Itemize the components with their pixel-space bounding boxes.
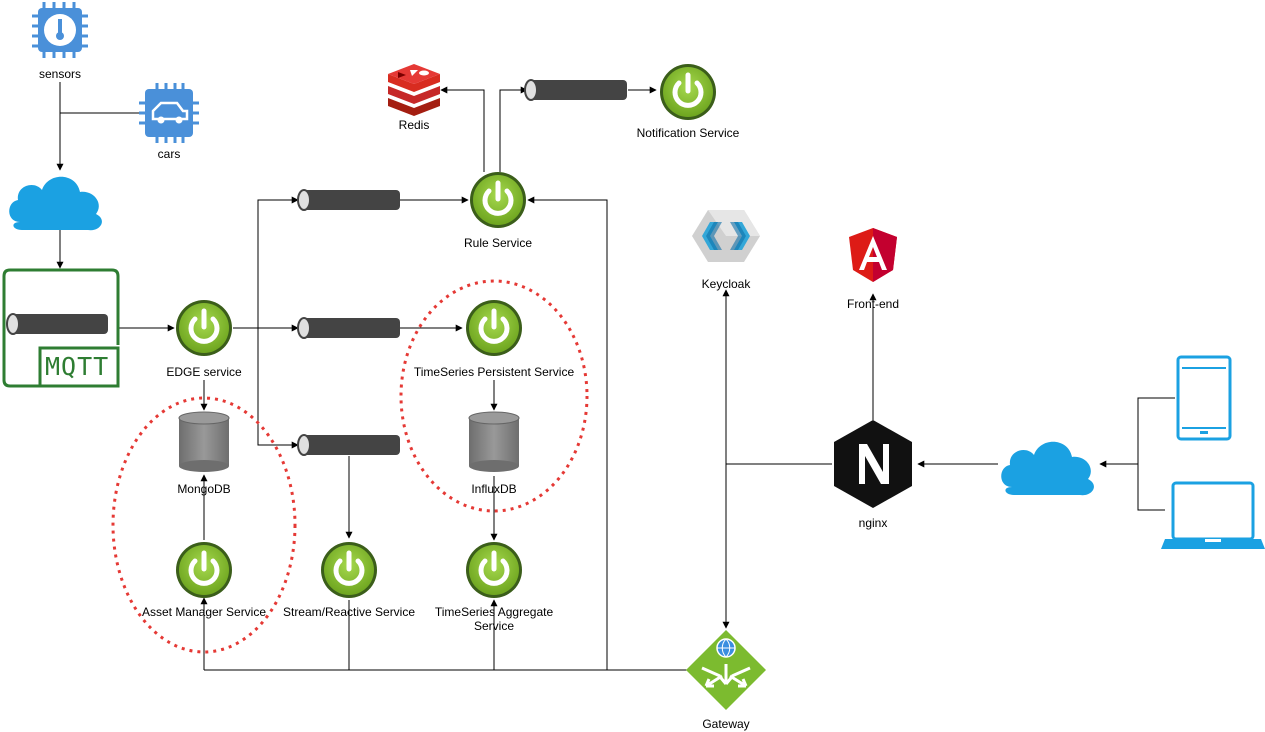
notification-service-icon bbox=[660, 64, 716, 120]
asset-manager-service-label: Asset Manager Service bbox=[141, 605, 267, 619]
cloud-icon-right bbox=[1001, 441, 1094, 496]
cars-label: cars bbox=[157, 147, 181, 161]
influxdb-database-icon bbox=[468, 411, 520, 473]
front-end-label: Front-end bbox=[846, 297, 900, 311]
keycloak-icon bbox=[692, 210, 760, 262]
nginx-label: nginx bbox=[858, 516, 888, 530]
rule-service-label: Rule Service bbox=[463, 236, 533, 250]
timeseries-persistent-service-icon bbox=[466, 300, 522, 356]
queue-stream bbox=[297, 434, 401, 456]
redis-icon bbox=[388, 64, 440, 116]
nginx-icon bbox=[834, 420, 912, 508]
stream-reactive-service-label: Stream/Reactive Service bbox=[282, 605, 416, 619]
notification-service-label: Notification Service bbox=[636, 126, 740, 140]
queue-notification bbox=[524, 79, 628, 101]
timeseries-aggregate-service-icon bbox=[466, 542, 522, 598]
thermometer-chip-icon bbox=[32, 2, 88, 58]
car-chip-icon bbox=[139, 83, 199, 143]
edge-service-icon bbox=[176, 300, 232, 356]
stream-reactive-service-icon bbox=[321, 542, 377, 598]
highlight-ellipse-timeseries bbox=[399, 279, 589, 513]
sensors-label: sensors bbox=[38, 67, 82, 81]
edge-service-label: EDGE service bbox=[166, 365, 242, 379]
rule-service-icon bbox=[470, 172, 526, 228]
influxdb-label: InfluxDB bbox=[471, 482, 517, 496]
connectors bbox=[56, 82, 1175, 671]
timeseries-persistent-service-label: TimeSeries Persistent Service bbox=[413, 365, 575, 379]
queue-rule bbox=[297, 189, 401, 211]
redis-label: Redis bbox=[398, 118, 430, 132]
message-queue-icon bbox=[6, 313, 108, 335]
highlight-ellipse-asset bbox=[111, 396, 297, 654]
tablet-icon bbox=[1176, 355, 1232, 441]
api-gateway-icon bbox=[686, 630, 766, 710]
timeseries-aggregate-service-label-line1: TimeSeries Aggregate bbox=[434, 605, 554, 619]
angular-icon bbox=[849, 228, 897, 282]
keycloak-label: Keycloak bbox=[701, 277, 751, 291]
gateway-label: Gateway bbox=[702, 717, 750, 731]
mqtt-label: MQTT bbox=[45, 352, 110, 381]
laptop-icon bbox=[1161, 481, 1265, 549]
mqtt-broker bbox=[2, 268, 120, 388]
timeseries-aggregate-service-label-line2: Service bbox=[473, 619, 515, 633]
cloud-icon bbox=[9, 176, 102, 231]
queue-timeseries bbox=[297, 317, 401, 339]
mongodb-database-icon bbox=[178, 411, 230, 473]
asset-manager-service-icon bbox=[176, 542, 232, 598]
mongodb-label: MongoDB bbox=[177, 482, 231, 496]
